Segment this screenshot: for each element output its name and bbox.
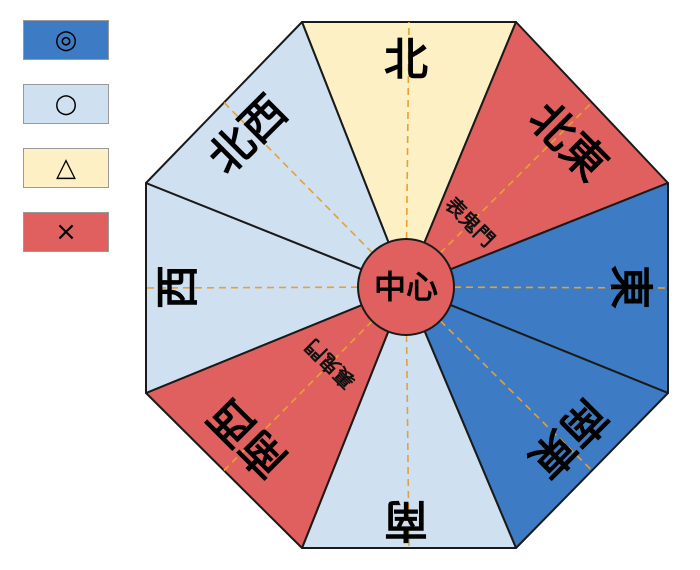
- legend-item-bad: ×: [23, 212, 109, 252]
- direction-label: 西: [153, 265, 204, 309]
- legend-symbol: ×: [55, 217, 77, 247]
- guide-line: [405, 286, 410, 549]
- center-circle: [357, 238, 455, 336]
- center-group: 中心: [357, 238, 455, 336]
- guide-line: [405, 21, 410, 288]
- direction-label: 南: [384, 495, 428, 546]
- legend-symbol: ◎: [54, 25, 78, 55]
- guide-lines: [145, 21, 669, 549]
- legend-item-best: ◎: [23, 20, 109, 60]
- guide-line: [145, 286, 407, 289]
- guide-line: [405, 101, 593, 288]
- legend-item-good: ○: [23, 84, 109, 124]
- legend-symbol: ○: [54, 89, 78, 119]
- direction-label: 東: [605, 265, 656, 309]
- direction-label: 北: [384, 35, 428, 86]
- legend-item-fair: △: [23, 148, 109, 188]
- guide-line: [405, 286, 669, 289]
- center-label: 中心: [374, 268, 438, 306]
- guide-line: [405, 286, 593, 472]
- legend-symbol: △: [56, 153, 76, 183]
